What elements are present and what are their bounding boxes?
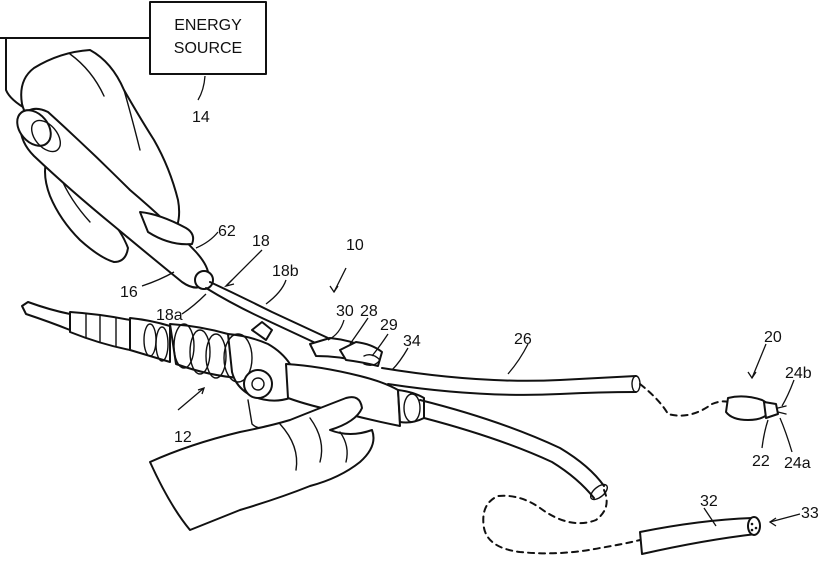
ref-16: 16	[120, 284, 138, 301]
lower-hand	[150, 397, 374, 530]
flexible-tube	[420, 400, 760, 554]
ref-62: 62	[218, 223, 236, 240]
ref-20: 20	[764, 329, 782, 346]
ref-12: 12	[174, 429, 192, 446]
endoscope-eyepiece	[22, 302, 170, 362]
ref-18: 18	[252, 233, 270, 250]
energy-source-box: ENERGY SOURCE	[150, 2, 266, 74]
ref-33: 33	[801, 505, 819, 522]
ref-18a: 18a	[156, 307, 183, 324]
distal-tip	[726, 396, 786, 420]
energy-source-line1: ENERGY	[174, 17, 242, 34]
ref-10: 10	[346, 237, 364, 254]
energy-source-line2: SOURCE	[174, 40, 242, 57]
ref-29: 29	[380, 317, 398, 334]
ref-34: 34	[403, 333, 421, 350]
ref-14: 14	[192, 109, 210, 126]
ref-30: 30	[336, 303, 354, 320]
ref-28: 28	[360, 303, 378, 320]
ref-24b: 24b	[785, 365, 812, 382]
ref-26: 26	[514, 331, 532, 348]
ref-18b: 18b	[272, 263, 299, 280]
ref-24a: 24a	[784, 455, 811, 472]
scope-body	[170, 322, 290, 428]
catheter-26	[382, 368, 728, 416]
ref-32: 32	[700, 493, 718, 510]
ref-22: 22	[752, 453, 770, 470]
